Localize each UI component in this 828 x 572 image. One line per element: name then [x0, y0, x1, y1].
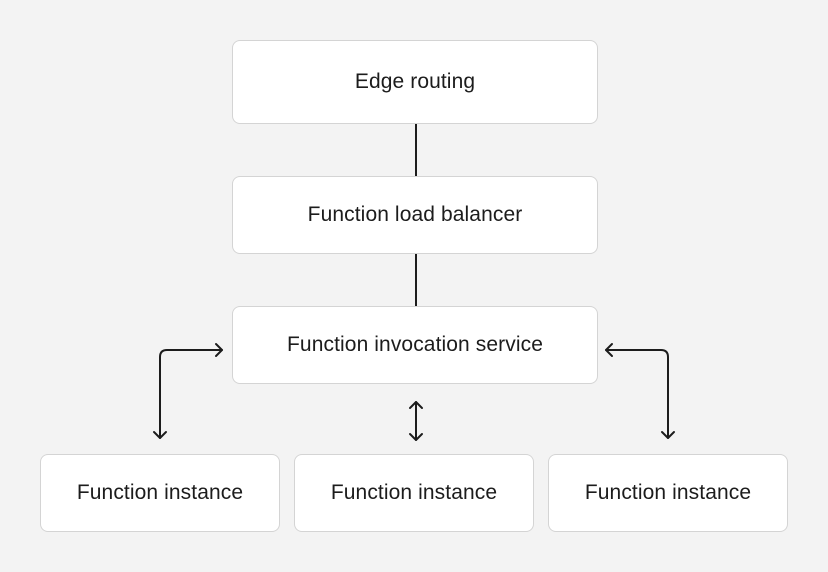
node-function-instance-right: Function instance — [548, 454, 788, 532]
node-function-load-balancer: Function load balancer — [232, 176, 598, 254]
node-function-instance-left: Function instance — [40, 454, 280, 532]
connector-invocation-to-instance-right — [605, 343, 675, 439]
node-function-instance-center: Function instance — [294, 454, 534, 532]
node-function-invocation-service-label: Function invocation service — [287, 333, 543, 356]
connector-invocation-to-instance-left — [153, 343, 223, 439]
node-function-load-balancer-label: Function load balancer — [307, 203, 523, 226]
node-function-instance-label: Function instance — [76, 481, 244, 504]
node-function-instance-label: Function instance — [330, 481, 498, 504]
connector-invocation-to-instance-center — [409, 401, 423, 441]
node-edge-routing-label: Edge routing — [354, 70, 476, 93]
node-edge-routing: Edge routing — [232, 40, 598, 124]
node-function-instance-label: Function instance — [584, 481, 752, 504]
node-function-invocation-service: Function invocation service — [232, 306, 598, 384]
